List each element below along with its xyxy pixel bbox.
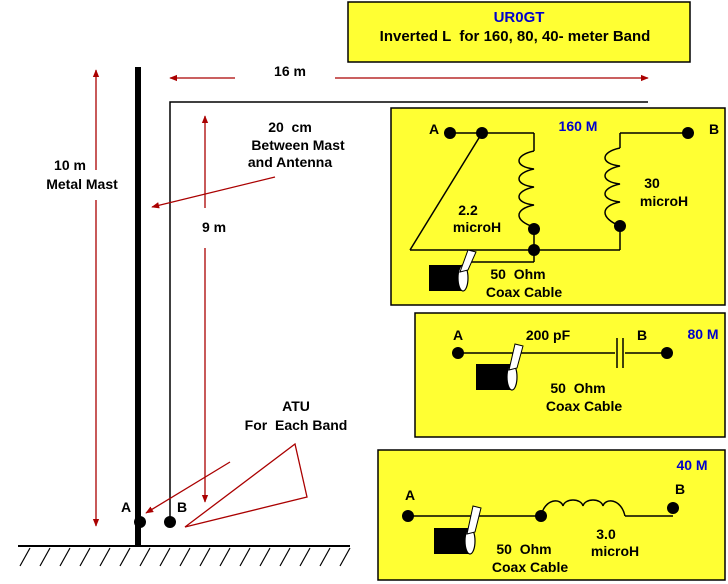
- panel160-band-label: 160 M: [559, 118, 598, 134]
- panel-160m: 160 M A B 2.2 microH 30 microH 50 Ohm Co…: [390, 107, 726, 306]
- atu-pointer: [145, 442, 308, 528]
- antenna-wire: [169, 101, 648, 520]
- panel40-terminal-a: A: [405, 487, 415, 503]
- spacing-label-line1: 20 cm: [268, 119, 312, 135]
- panel160-coil1-unit: microH: [453, 219, 501, 235]
- panel160-coax-impedance: 50 Ohm: [490, 266, 545, 282]
- terminal-a-label: A: [121, 499, 131, 515]
- dimension-arrows: [92, 69, 649, 527]
- panel40-band-label: 40 M: [676, 457, 707, 473]
- panel40-coil-unit: microH: [591, 543, 639, 559]
- panel80-capacitor-value: 200 pF: [526, 327, 571, 343]
- panel40-coax-impedance: 50 Ohm: [496, 541, 551, 557]
- panel80-band-label: 80 M: [687, 326, 718, 342]
- mast-name-label: Metal Mast: [46, 176, 118, 192]
- panel40-coax-label: Coax Cable: [492, 559, 568, 575]
- diagram-subtitle: Inverted L for 160, 80, 40- meter Band: [380, 28, 651, 45]
- terminal-b-dot: [164, 516, 176, 528]
- atu-label-line2: For Each Band: [245, 417, 348, 433]
- panel160-terminal-b: B: [709, 121, 719, 137]
- panel160-coil2-value: 30: [644, 175, 660, 191]
- atu-label-line1: ATU: [282, 398, 310, 414]
- spacing-label-line3: and Antenna: [248, 154, 332, 170]
- panel40-terminal-b: B: [675, 481, 685, 497]
- panel80-coax-label: Coax Cable: [546, 398, 622, 414]
- mast-height-label: 10 m: [54, 157, 86, 173]
- panel80-terminal-a: A: [453, 327, 463, 343]
- terminal-b-label: B: [177, 499, 187, 515]
- panel160-terminal-a: A: [429, 121, 439, 137]
- callsign-title: UR0GT: [494, 9, 545, 26]
- panel160-coil1-value: 2.2: [458, 202, 478, 218]
- title-box: UR0GT Inverted L for 160, 80, 40- meter …: [347, 1, 691, 63]
- vertical-length-label: 9 m: [202, 219, 226, 235]
- panel160-coax-label: Coax Cable: [486, 284, 562, 300]
- panel-80m: 80 M A B 200 pF 50 Ohm Coax Cable: [414, 312, 726, 438]
- ground: [18, 545, 351, 567]
- panel-40m: 40 M A B 3.0 microH 50 Ohm Coax Cable: [377, 449, 726, 581]
- horizontal-length-label: 16 m: [274, 63, 306, 79]
- panel80-terminal-b: B: [637, 327, 647, 343]
- spacing-label-line2: Between Mast: [251, 137, 345, 153]
- panel160-coil2-unit: microH: [640, 193, 688, 209]
- terminal-a-dot: [134, 516, 146, 528]
- panel80-coax-impedance: 50 Ohm: [550, 380, 605, 396]
- panel40-coil-value: 3.0: [596, 526, 616, 542]
